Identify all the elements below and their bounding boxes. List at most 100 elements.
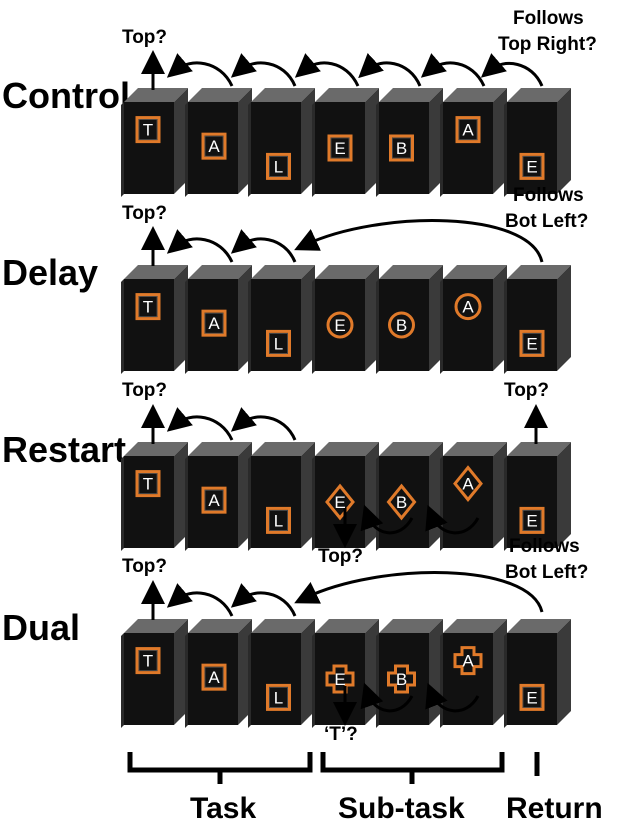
card-letter: L [274,688,283,707]
card-letter: A [208,668,220,687]
dual-back-arrow-1 [166,583,234,617]
control-back-arrow-1 [166,53,234,87]
delay-back-arrow-1 [166,229,234,263]
card-restart-6: A [440,442,507,551]
card-letter: E [334,316,345,335]
dual-below-cue: ‘T’? [324,724,358,745]
restart-right-top-cue: Top? [504,380,549,401]
card-delay-4: E [312,265,379,374]
card-delay-1: T [121,265,188,374]
card-letter: L [274,334,283,353]
task-bracket [127,752,313,784]
card-dual-1: T [121,619,188,728]
card-letter: E [526,334,537,353]
control-back-arrow-5 [420,53,486,87]
card-letter: L [274,157,283,176]
card-letter: A [208,314,220,333]
card-letter: A [462,475,474,494]
card-letter: T [143,652,153,671]
card-control-3: L [248,88,315,197]
card-restart-5: B [376,442,443,551]
card-letter: A [462,652,474,671]
dual-follows-line2: Bot Left? [505,562,588,583]
card-control-2: A [185,88,252,197]
cards-layer: T A L E B A E T A L E B A E T A L E B A E T A L E B A E [121,88,571,728]
card-letter: E [334,139,345,158]
control-follows-line1: Follows [513,8,584,29]
delay-follows-line1: Follows [513,185,584,206]
card-letter: A [462,298,474,317]
restart-back-arrow-2 [230,407,297,441]
restart-annotations: Top? Top? Top? [122,380,549,567]
restart-top-cue: Top? [122,380,167,401]
restart-below-cue: Top? [318,546,363,567]
row-label-delay: Delay [2,252,98,293]
restart-sub-arrow-2 [425,504,480,535]
row-label-control: Control [2,75,130,116]
dual-long-arrow [294,571,544,613]
card-control-5: B [376,88,443,197]
card-letter: B [396,493,407,512]
card-letter: E [526,688,537,707]
row-label-restart: Restart [2,429,126,470]
card-letter: E [526,157,537,176]
control-back-arrow-6 [480,53,544,87]
card-letter: A [462,121,474,140]
card-control-6: A [440,88,507,197]
control-top-cue: Top? [122,27,167,48]
card-dual-7: E [504,619,571,728]
card-delay-5: B [376,265,443,374]
card-letter: B [396,316,407,335]
card-letter: A [208,491,220,510]
card-dual-2: A [185,619,252,728]
delay-back-arrow-2 [230,229,297,263]
card-letter: E [334,493,345,512]
card-dual-3: L [248,619,315,728]
restart-sub-arrow-1 [360,504,414,535]
phase-brackets: Task Sub-task Return [127,752,603,825]
delay-top-cue: Top? [122,203,167,224]
card-letter: T [143,298,153,317]
control-follows-line2: Top Right? [498,34,597,55]
row-label-dual: Dual [2,607,80,648]
card-control-7: E [504,88,571,197]
card-delay-6: A [440,265,507,374]
restart-back-arrow-1 [166,407,234,441]
card-delay-7: E [504,265,571,374]
card-letter: B [396,139,407,158]
card-letter: A [208,137,220,156]
card-control-1: T [121,88,188,197]
card-letter: L [274,511,283,530]
control-back-arrow-3 [294,53,360,87]
dual-sub-arrow-1 [360,682,414,713]
card-delay-3: L [248,265,315,374]
subtask-bracket [320,752,505,784]
card-letter: B [396,670,407,689]
card-letter: E [526,511,537,530]
dual-annotations: Top? Follows Bot Left? ‘T’? [122,536,588,745]
card-restart-2: A [185,442,252,551]
subtask-label: Sub-task [338,792,465,825]
delay-annotations: Top? Follows Bot Left? [122,185,588,266]
control-annotations: Top? Follows Top Right? [122,8,597,90]
card-restart-7: E [504,442,571,551]
dual-sub-arrow-2 [425,682,480,713]
card-restart-3: L [248,442,315,551]
card-dual-6: A [440,619,507,728]
task-label: Task [190,792,256,825]
control-back-arrow-4 [358,53,422,87]
card-letter: E [334,670,345,689]
card-letter: T [143,121,153,140]
dual-back-arrow-2 [230,583,297,617]
card-letter: T [143,475,153,494]
dual-top-cue: Top? [122,556,167,577]
delay-long-arrow [294,219,544,263]
delay-follows-line2: Bot Left? [505,211,588,232]
return-label: Return [506,792,603,825]
card-restart-1: T [121,442,188,551]
dual-follows-line1: Follows [509,536,580,557]
card-control-4: E [312,88,379,197]
card-delay-2: A [185,265,252,374]
control-back-arrow-2 [230,53,297,87]
